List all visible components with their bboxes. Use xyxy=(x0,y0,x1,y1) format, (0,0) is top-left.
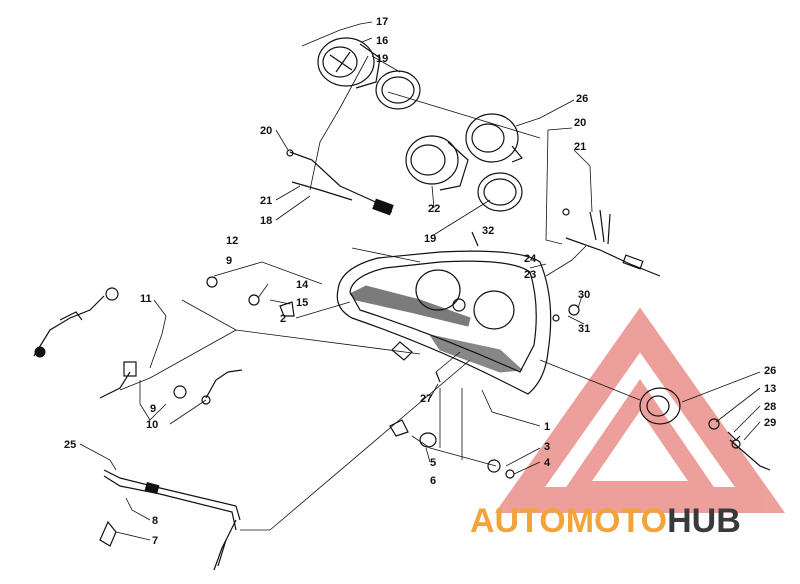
callout-1: 1 xyxy=(544,421,550,433)
callout-8: 8 xyxy=(152,515,158,527)
wiring-harness-23 xyxy=(562,208,661,277)
watermark-part-auto: AUTO xyxy=(470,502,566,540)
callout-28: 28 xyxy=(764,401,776,413)
callout-24: 24 xyxy=(524,253,537,265)
watermark-triangle-icon xyxy=(494,307,786,513)
callout-16: 16 xyxy=(376,35,388,47)
gauge-speedo-22 xyxy=(405,135,469,191)
callout-18: 18 xyxy=(260,215,272,227)
callout-10: 10 xyxy=(146,419,158,431)
watermark-part-moto: MOTO xyxy=(566,502,667,540)
callout-22: 22 xyxy=(428,203,440,215)
watermark-logo xyxy=(494,307,786,513)
callout-27: 27 xyxy=(420,393,432,405)
callout-4: 4 xyxy=(544,457,551,469)
gauge-tach-16 xyxy=(317,37,381,89)
callout-32: 32 xyxy=(482,225,494,237)
callout-14: 14 xyxy=(296,279,309,291)
callout-labels: 17 16 19 26 20 20 21 21 18 22 19 32 24 2… xyxy=(64,16,776,547)
callout-20: 20 xyxy=(574,117,586,129)
sensor-29 xyxy=(729,439,771,471)
callout-20: 20 xyxy=(260,125,272,137)
watermark-text: AUTOMOTOHUB xyxy=(470,502,741,540)
knob-5 xyxy=(389,419,437,448)
callout-7: 7 xyxy=(152,535,158,547)
callout-12: 12 xyxy=(226,235,238,247)
callout-31: 31 xyxy=(578,323,590,335)
callout-26: 26 xyxy=(764,365,776,377)
watermark-auto: AUTOMOTOHUB xyxy=(470,502,741,540)
washer-3-4 xyxy=(487,459,515,479)
callout-26: 26 xyxy=(576,93,588,105)
leader-lines xyxy=(79,21,761,541)
callout-21: 21 xyxy=(574,141,586,153)
callout-25: 25 xyxy=(64,439,76,451)
watermark-inner-triangle-icon xyxy=(557,379,723,499)
callout-21: 21 xyxy=(260,195,272,207)
callout-2: 2 xyxy=(280,313,286,325)
callout-13: 13 xyxy=(764,383,776,395)
callout-3: 3 xyxy=(544,441,550,453)
callout-15: 15 xyxy=(296,297,308,309)
callout-6: 6 xyxy=(430,475,436,487)
gauge-cover-26a xyxy=(465,113,523,163)
callout-30: 30 xyxy=(578,289,590,301)
switch-assembly-9-10 xyxy=(99,361,243,405)
gauge-cover-26b xyxy=(639,387,681,425)
watermark-part-hub: HUB xyxy=(667,502,741,540)
callout-5: 5 xyxy=(430,457,436,469)
callout-23: 23 xyxy=(524,269,536,281)
callout-17: 17 xyxy=(376,16,388,28)
callout-9: 9 xyxy=(150,403,156,415)
bezel-ring-19a xyxy=(375,70,421,110)
callout-29: 29 xyxy=(764,417,776,429)
callout-9: 9 xyxy=(226,255,232,267)
callout-11: 11 xyxy=(140,293,152,305)
callout-19: 19 xyxy=(424,233,436,245)
switch-harness-11 xyxy=(33,287,119,358)
wiring-harness-18 xyxy=(286,149,394,216)
callout-19: 19 xyxy=(376,53,388,65)
bezel-ring-19b xyxy=(477,172,523,212)
console-housing xyxy=(336,250,552,395)
cable-assembly-25 xyxy=(99,469,241,571)
